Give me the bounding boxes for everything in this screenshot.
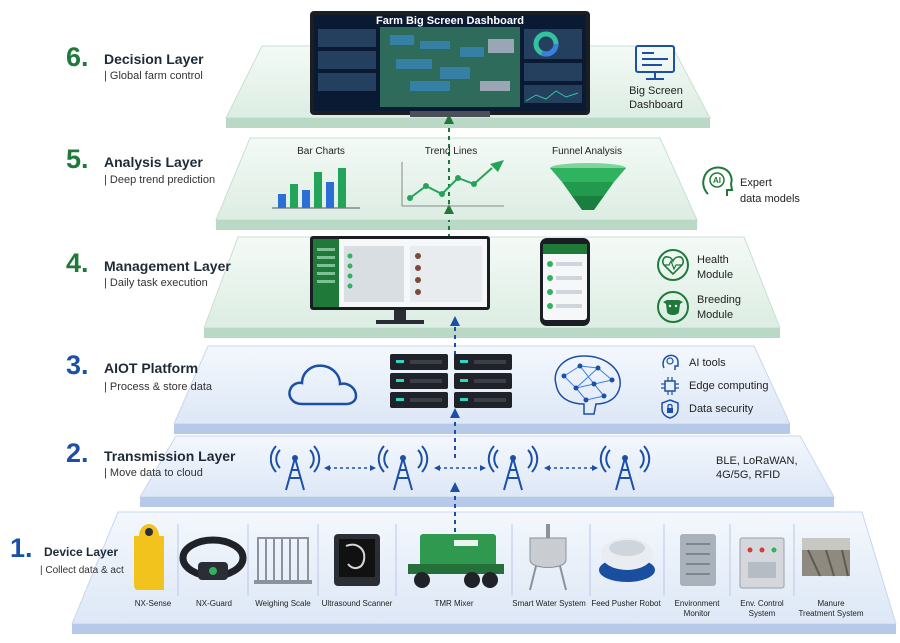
transmission-towers — [270, 445, 651, 491]
funnel-icon — [550, 163, 626, 210]
nx-sense-device — [134, 524, 164, 590]
layer1-number: 1. — [10, 533, 33, 563]
layer3-number: 3. — [66, 350, 89, 380]
health-module-label-2: Module — [697, 269, 734, 281]
bar-charts-icon — [272, 168, 360, 209]
ai-tools-label: AI tools — [689, 357, 726, 369]
weighing-scale-device — [254, 537, 312, 584]
management-phone — [540, 238, 590, 326]
ultrasound-scanner-device — [334, 534, 380, 586]
funnel-analysis-label: Funnel Analysis — [551, 146, 623, 157]
trend-lines-icon — [401, 160, 504, 207]
device-label-nx-sense: NX-Sense — [134, 599, 172, 608]
nx-guard-device — [179, 536, 247, 580]
health-module-icon — [657, 249, 689, 281]
layer3-subtitle: | Process & store data — [104, 381, 213, 393]
expert-label-2: data models — [740, 193, 800, 205]
svg-text:AI: AI — [713, 176, 721, 185]
breeding-module-icon — [657, 291, 689, 323]
tower-4 — [599, 445, 651, 491]
dashboard-monitor-icon — [635, 45, 675, 80]
layer4-title: Management Layer — [104, 258, 231, 274]
edge-computing-icon — [661, 377, 679, 395]
ai-tools-icon — [662, 354, 679, 370]
protocols-label-1: BLE, LoRaWAN, — [716, 455, 798, 467]
edge-computing-label: Edge computing — [689, 380, 769, 392]
env-control-system-device — [739, 537, 785, 589]
layer6-title: Decision Layer — [104, 51, 204, 67]
layer5-title: Analysis Layer — [104, 154, 203, 170]
dashboard-side-label-1: Big Screen — [629, 85, 683, 97]
tower-1 — [270, 445, 321, 491]
management-desktop-monitor — [310, 236, 490, 324]
device-label-weighing-scale: Weighing Scale — [255, 599, 311, 608]
tower-2 — [377, 445, 429, 491]
dashboard-title: Farm Big Screen Dashboard — [376, 15, 524, 27]
layer1-subtitle: | Collect data & act — [40, 565, 124, 576]
device-label-nx-guard: NX-Guard — [195, 599, 232, 608]
layer2-subtitle: | Move data to cloud — [104, 467, 203, 479]
layer4-number: 4. — [66, 248, 89, 278]
expert-label-1: Expert — [740, 177, 772, 189]
device-label-feed-pusher-robot: Feed Pusher Robot — [591, 599, 661, 608]
manure-treatment-system-device — [802, 538, 850, 577]
layer5-number: 5. — [66, 144, 89, 174]
neural-brain-icon — [554, 355, 621, 415]
device-label-tmr-mixer: TMR Mixer — [434, 599, 474, 608]
device-label-smart-water-system: Smart Water System — [512, 599, 586, 608]
devices-row — [134, 524, 850, 596]
layer6-number: 6. — [66, 42, 89, 72]
bar-charts-label: Bar Charts — [297, 146, 345, 157]
tmr-mixer-device — [408, 534, 504, 588]
layer1-title: Device Layer — [44, 545, 119, 559]
layer4-subtitle: | Daily task execution — [104, 277, 208, 289]
data-security-icon — [661, 399, 679, 419]
breeding-module-label-1: Breeding — [697, 294, 742, 306]
breeding-module-label-2: Module — [697, 309, 734, 321]
layer2-title: Transmission Layer — [104, 448, 236, 464]
smart-water-system-device — [529, 524, 567, 591]
trend-lines-label: Trend Lines — [424, 146, 478, 157]
data-security-label: Data security — [689, 403, 754, 415]
plate-management — [203, 236, 781, 329]
protocols-label-2: 4G/5G, RFID — [716, 469, 781, 481]
layer3-title: AIOT Platform — [104, 360, 199, 376]
dashboard-side-label-2: Dashboard — [629, 99, 683, 111]
layer5-subtitle: | Deep trend prediction — [104, 174, 216, 186]
layer2-number: 2. — [66, 438, 89, 468]
environment-monitor-device — [680, 534, 716, 586]
ai-head-icon: AI — [702, 166, 734, 196]
cloud-icon — [288, 364, 358, 406]
tower-3 — [487, 445, 539, 491]
feed-pusher-robot-device — [599, 538, 655, 582]
device-label-ultrasound-scanner: Ultrasound Scanner — [321, 599, 393, 608]
health-module-label-1: Health — [697, 254, 729, 266]
layer6-subtitle: | Global farm control — [104, 70, 203, 82]
big-screen-dashboard[interactable] — [310, 11, 590, 119]
server-rack — [390, 354, 512, 408]
